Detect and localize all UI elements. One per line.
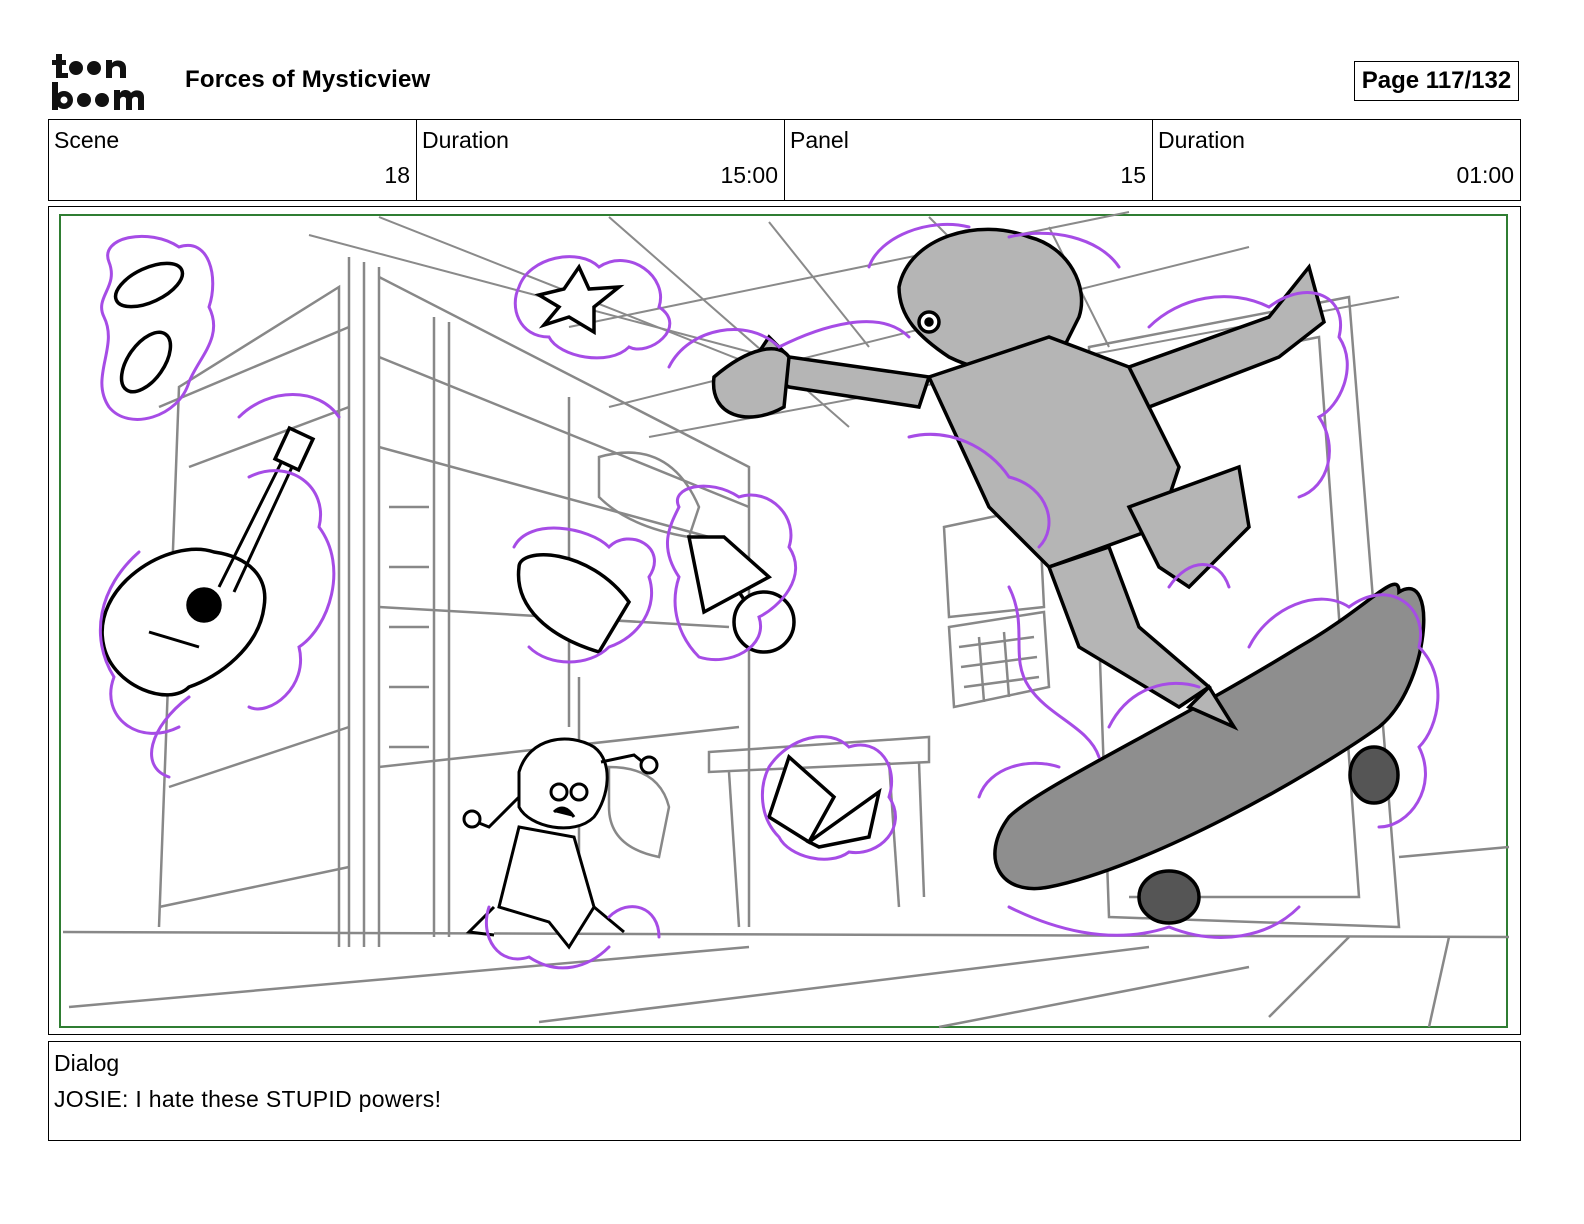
scene-label: Scene [54,127,120,153]
glove [534,263,625,336]
panel-drawing [59,211,1510,1029]
safe-frame [59,214,1508,1028]
magic-aura [98,222,1440,970]
floor [62,930,1510,1029]
scene-cell: Scene 18 [49,120,417,200]
dialog-box: Dialog JOSIE: I hate these STUPID powers… [48,1041,1521,1141]
scene-duration-cell: Duration 15:00 [417,120,785,200]
flying-kid [711,227,1326,731]
skateboard [993,582,1426,925]
info-table: Scene 18 Duration 15:00 Panel 15 Duratio… [48,119,1521,201]
panel-duration-label: Duration [1158,127,1245,153]
panel-value: 15 [1120,162,1146,188]
storyboard-panel [48,206,1521,1035]
project-title: Forces of Mysticview [185,66,431,93]
panel-duration-value: 01:00 [1456,162,1514,188]
page-number: Page 117/132 [1354,61,1519,101]
guitar [100,425,316,697]
toonboom-logo [52,50,164,114]
panel-duration-cell: Duration 01:00 [1153,120,1520,200]
toonboom-logo-mark [52,54,144,110]
pillow [516,553,632,655]
scene-duration-label: Duration [422,127,509,153]
scene-duration-value: 15:00 [720,162,778,188]
shoes [113,261,185,394]
josie [462,737,659,950]
lamp [686,535,796,654]
desk [707,735,931,928]
panel-label: Panel [790,127,849,153]
panel-cell: Panel 15 [785,120,1153,200]
scene-value: 18 [384,162,410,188]
dialog-label: Dialog [54,1050,120,1076]
book [766,753,882,849]
dialog-text: JOSIE: I hate these STUPID powers! [54,1086,442,1112]
